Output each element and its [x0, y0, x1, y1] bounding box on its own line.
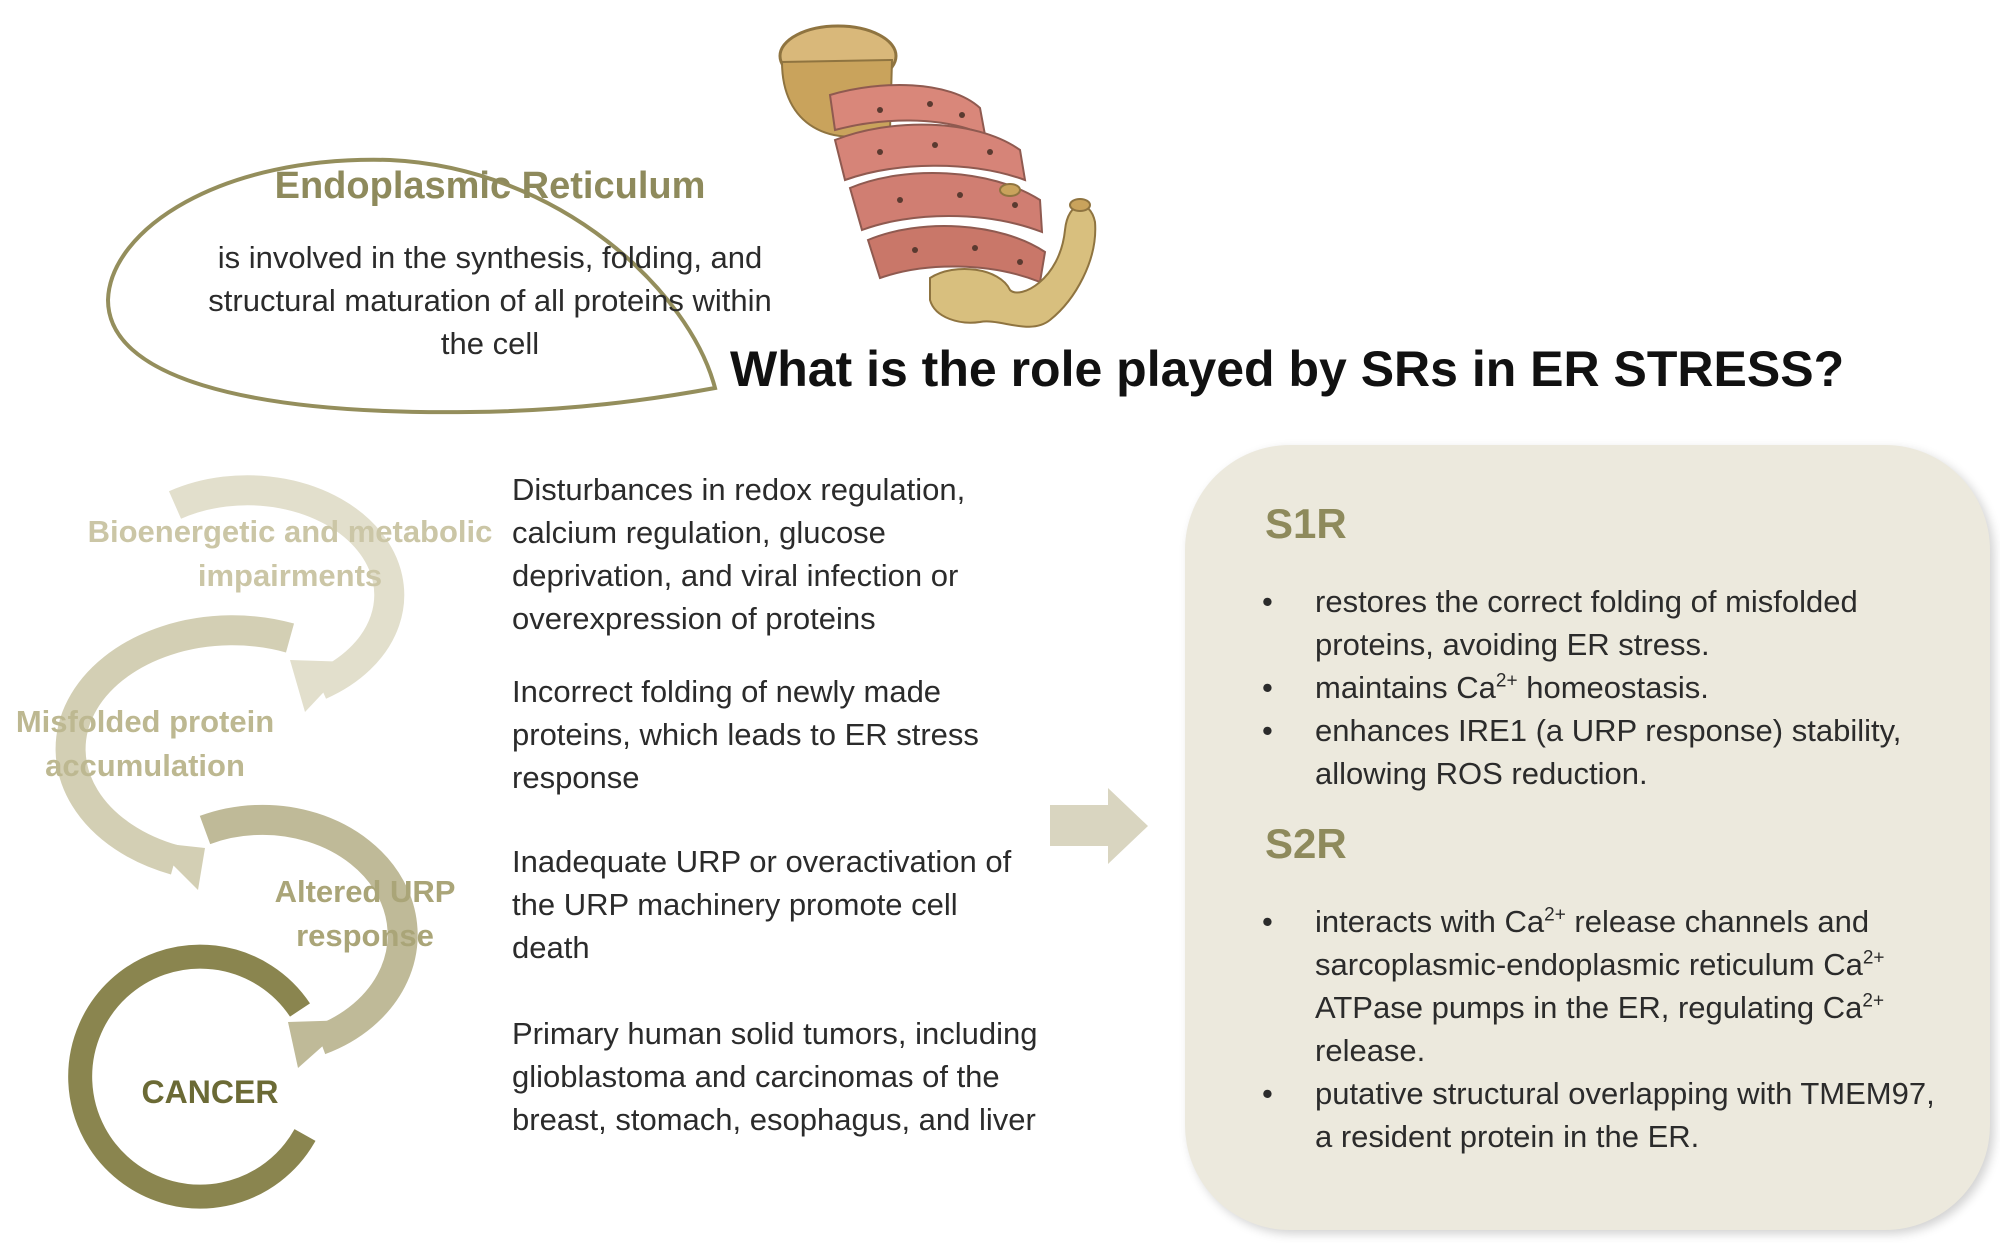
cycle-arrow-3 — [199, 804, 418, 1068]
cycle-step-misfolded: Misfolded protein accumulation — [15, 704, 275, 783]
bullet-icon: • — [1262, 713, 1273, 748]
list-item: • maintains Ca2+ homeostasis. — [1260, 666, 1960, 709]
bullet-icon: • — [1262, 1076, 1273, 1111]
main-question: What is the role played by SRs in ER STR… — [730, 341, 1845, 397]
s1r-heading: S1R — [1265, 500, 1347, 547]
s2r-heading: S2R — [1265, 820, 1347, 867]
er-title: Endoplasmic Reticulum — [274, 165, 706, 207]
bullet-icon: • — [1262, 904, 1273, 939]
cancer-ring — [68, 944, 316, 1209]
step-text-1: Disturbances in redox regulation, calciu… — [512, 472, 966, 636]
cycle-step-altered-urp: Altered URP response — [274, 874, 456, 953]
right-arrow-icon — [1050, 788, 1148, 864]
step-text-3: Inadequate URP or overactivation of the … — [512, 844, 1012, 965]
cycle-arrow-2 — [55, 615, 295, 890]
bullet-icon: • — [1262, 584, 1273, 619]
list-item: • enhances IRE1 (a URP response) stabili… — [1260, 709, 1960, 795]
step-text-2: Incorrect folding of newly made proteins… — [512, 674, 979, 795]
er-description: is involved in the synthesis, folding, a… — [208, 240, 772, 361]
s1r-list: • restores the correct folding of misfol… — [1260, 580, 1960, 795]
cycle-step-bioenergetic: Bioenergetic and metabolic impairments — [87, 514, 493, 593]
step-text-4: Primary human solid tumors, including gl… — [512, 1016, 1038, 1137]
endoplasmic-reticulum-illustration — [778, 24, 1097, 328]
list-item: • restores the correct folding of misfol… — [1260, 580, 1960, 666]
list-item: • putative structural overlapping with T… — [1260, 1072, 1960, 1158]
list-item: • interacts with Ca2+ release channels a… — [1260, 900, 1960, 1072]
s2r-list: • interacts with Ca2+ release channels a… — [1260, 900, 1960, 1158]
bullet-icon: • — [1262, 670, 1273, 705]
cycle-arrow-1 — [168, 475, 405, 712]
er-speech-bubble — [105, 157, 718, 415]
sr-panel: S1R • restores the correct folding of mi… — [1185, 445, 1990, 1230]
cycle-step-cancer: CANCER — [141, 1074, 279, 1110]
